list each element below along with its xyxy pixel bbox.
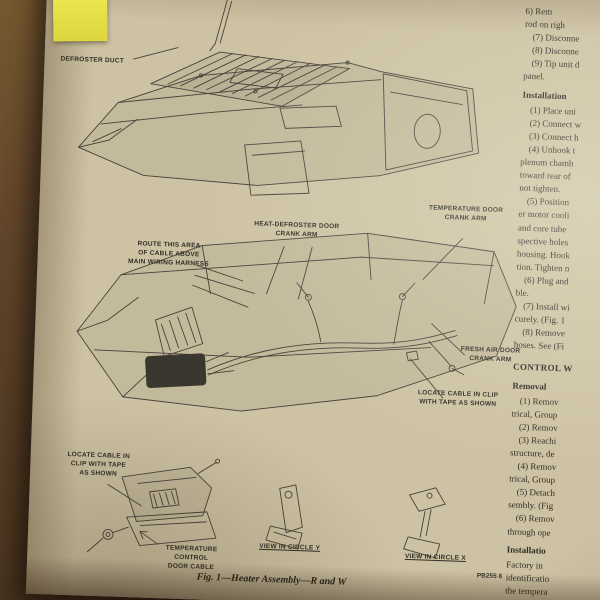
plate-code: PB255 8 bbox=[476, 572, 503, 581]
text-line: through ope bbox=[507, 525, 551, 538]
figure-caption: Fig. 1—Heater Assembly—R and W bbox=[196, 571, 347, 588]
heater-assembly-figure bbox=[76, 232, 517, 412]
text-line: hoses. See (Fi bbox=[513, 339, 565, 352]
text-line: CONTROL W bbox=[512, 361, 573, 374]
text-line: the tempera bbox=[505, 585, 548, 597]
sticky-note bbox=[52, 0, 108, 42]
label-temperature-door-crank: TEMPERATURE DOOR CRANK ARM bbox=[428, 204, 504, 223]
text-line: panel. bbox=[523, 71, 546, 82]
detail-views-figure bbox=[86, 458, 446, 559]
defroster-duct-figure bbox=[78, 0, 479, 196]
label-route-cable: ROUTE THIS AREA OF CABLE ABOVE MAIN WIRI… bbox=[127, 240, 210, 268]
manual-page: DEFROSTER DUCT bbox=[25, 0, 600, 600]
label-temperature-control-cable: TEMPERATURE CONTROL DOOR CABLE bbox=[165, 544, 218, 571]
label-locate-cable-clip-left: LOCATE CABLE IN CLIP WITH TAPE AS SHOWN bbox=[67, 450, 131, 478]
